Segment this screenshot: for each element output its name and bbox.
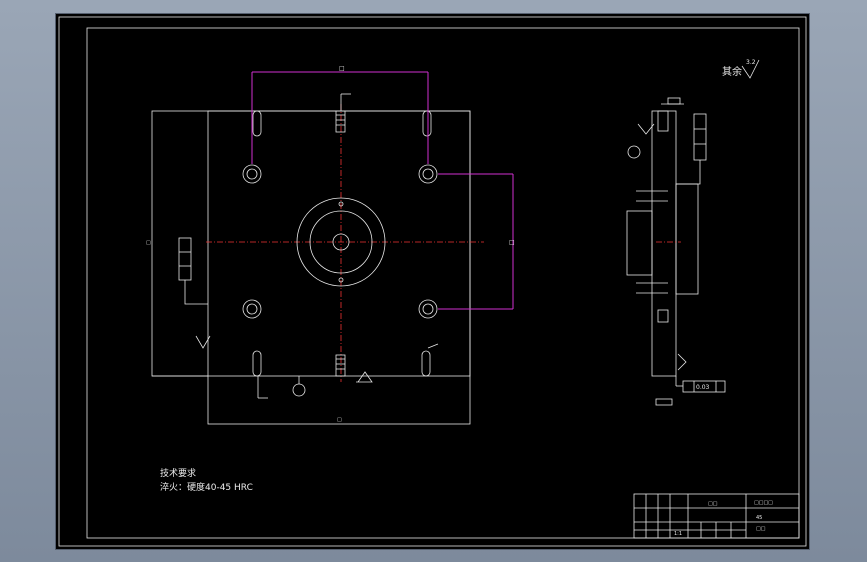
title-block: □□ 45 □□□□ 1:1 □□ xyxy=(633,493,800,539)
dim-right-label: □ xyxy=(509,239,515,246)
boss-outer-circle xyxy=(296,197,386,287)
plate-outline xyxy=(151,110,471,377)
roughness-value: 3.2 xyxy=(746,59,756,66)
title-part-name: □□ xyxy=(708,501,718,507)
flatness-value: 0.03 xyxy=(696,384,710,391)
plate-extended-outline xyxy=(207,110,471,425)
front-view: □ □ □ □ xyxy=(146,65,515,425)
title-scale: 1:1 xyxy=(674,531,682,537)
datum-circle-front xyxy=(292,383,306,397)
side-section xyxy=(651,110,677,377)
title-drawing-no: □□□□ xyxy=(754,500,773,506)
roughness-symbol-side xyxy=(637,123,655,135)
magenta-dimensions xyxy=(251,71,514,310)
center-hole xyxy=(332,233,350,251)
roughness-symbol-left xyxy=(195,335,211,349)
cad-drawing: □ □ □ □ xyxy=(58,16,807,547)
bolt-holes xyxy=(242,164,438,319)
drawing-sheet: □ □ □ □ xyxy=(56,14,809,549)
notes-line-1: 淬火：硬度40-45 HRC xyxy=(160,481,253,493)
technical-notes: 技术要求 淬火：硬度40-45 HRC xyxy=(160,467,253,493)
side-view: 0.03 xyxy=(626,97,726,406)
dim-bottom-label: □ xyxy=(337,417,342,423)
roughness-other-label: 其余 xyxy=(722,65,742,78)
left-datum-box xyxy=(178,237,208,305)
notes-title: 技术要求 xyxy=(160,467,196,479)
top-slots xyxy=(252,110,432,137)
title-material: 45 xyxy=(756,515,762,521)
boss-middle-circle xyxy=(309,210,373,274)
dim-top-label: □ xyxy=(339,65,345,72)
title-sheet: □□ xyxy=(756,526,766,532)
inner-border xyxy=(86,27,800,539)
dim-left-label: □ xyxy=(146,240,151,246)
bottom-slots xyxy=(252,350,431,377)
side-tolerance-box xyxy=(693,113,707,161)
outer-border xyxy=(58,16,807,547)
datum-circle-side xyxy=(627,145,641,159)
general-roughness: 其余 3.2 xyxy=(722,59,760,79)
roughness-symbol-bottom xyxy=(356,371,373,383)
flatness-box xyxy=(682,380,726,393)
